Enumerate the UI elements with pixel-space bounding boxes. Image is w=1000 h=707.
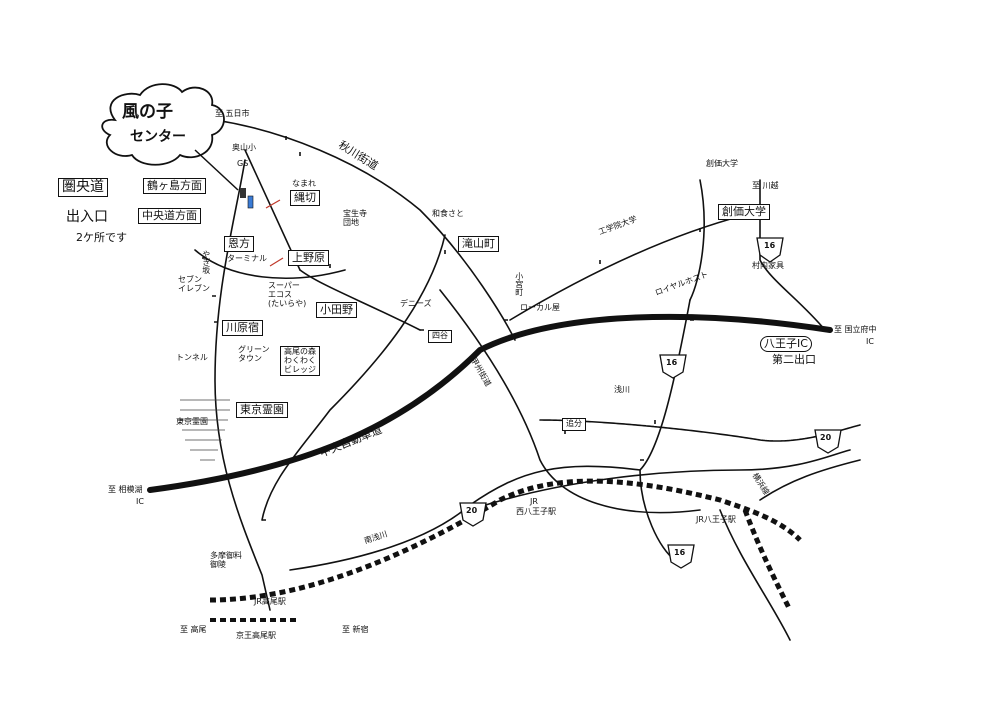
label-nawakiri-top: なまれ: [292, 179, 316, 188]
cemetery-hatching: [180, 399, 230, 461]
road-east: [509, 214, 746, 321]
label-okuyama: 奥山小: [232, 143, 256, 152]
center-name-line1: 風の子: [122, 102, 173, 122]
center-building-icon: [240, 188, 246, 198]
label-gs: GS: [237, 159, 249, 168]
label-to-shinjuku: 至 新宿: [342, 625, 369, 634]
label-local-ya: ローカル屋: [520, 303, 560, 312]
label-to-itsukaichi: 至 五日市: [215, 109, 250, 118]
label-super-ecos: スーパー エコス (たいらや): [268, 281, 307, 308]
label-reien-1: 東京霊園: [176, 417, 208, 426]
label-kaminohara: 上野原: [288, 250, 329, 267]
label-ic-kokufuchu: IC: [866, 337, 874, 346]
label-hachioji-ic-2: 第二出口: [772, 353, 816, 366]
direction-chuo: 中央道方面: [138, 208, 201, 225]
road-koshu: [439, 289, 701, 514]
road-20: [469, 449, 851, 511]
route-16-top-number: 16: [764, 241, 776, 250]
center-building-icon-2: [247, 195, 254, 209]
label-yagisaka: やぎ坂: [201, 250, 211, 274]
entrance-note-line1: 出入口: [66, 209, 108, 225]
label-dennys: デニーズ: [400, 299, 432, 308]
road-kaminohara: [194, 249, 346, 279]
route-16-shield-low: [667, 544, 695, 569]
label-murauchi: 村内家具: [752, 261, 784, 270]
route-20-shield-right: [814, 429, 842, 454]
road-right-diag: [759, 459, 861, 501]
label-komiya: 小宮町: [514, 272, 524, 296]
center-pointer: [194, 149, 239, 191]
entrance-note-line2: 2ケ所です: [76, 231, 127, 244]
label-nawakiri: 縄切: [290, 190, 320, 207]
label-hoseiji: 宝生寺 団地: [343, 209, 367, 227]
label-kami-forest: 高尾の森 わくわく ビレッジ: [280, 346, 320, 377]
expressway-chuo: [147, 313, 833, 493]
arrow-kaminohara: [269, 257, 284, 267]
label-to-sagamiko: 至 相模湖: [108, 485, 143, 494]
label-ic-sagamiko: IC: [136, 497, 144, 506]
label-onkata-sub: ターミナル: [227, 254, 267, 263]
label-onkata: 恩方: [224, 236, 254, 253]
label-tama-cemetery: 多摩御料 御陵: [210, 551, 242, 569]
route-16-mid-number: 16: [666, 358, 678, 367]
route-16-shield-mid: [659, 354, 687, 379]
center-name-line2: センター: [130, 129, 186, 145]
label-keio-takao: 京王高尾駅: [236, 631, 276, 640]
label-seven-eleven: セブン イレブン: [178, 275, 210, 293]
road-soka: [689, 179, 705, 301]
label-soka-box: 創価大学: [718, 204, 770, 221]
label-to-kokufuchu: 至 国立府中: [834, 325, 877, 334]
road-16-upper: [639, 299, 691, 471]
label-asakawa: 浅川: [614, 385, 630, 394]
label-jr-nishihachioji-2: 西八王子駅: [516, 507, 556, 516]
direction-tsurugashima: 鶴ヶ島方面: [143, 178, 206, 195]
river-asakawa: [539, 419, 861, 442]
route-20-mid-number: 20: [466, 506, 478, 515]
route-16-shield-top: [756, 237, 784, 263]
road-kawagoe: [759, 179, 826, 331]
label-jr-takao: JR高尾駅: [254, 597, 286, 606]
road-hachioji-south: [719, 509, 791, 641]
route-20-right-number: 20: [820, 433, 832, 442]
route-16-low-number: 16: [674, 548, 686, 557]
label-hachioji-ic-1: 八王子IC: [760, 336, 812, 353]
label-takiyama: 滝山町: [458, 236, 499, 253]
center-cloud: [101, 83, 225, 166]
railway-yokohama-line: [742, 509, 793, 612]
road-odano: [299, 269, 421, 331]
label-jr-nishihachioji-1: JR: [530, 497, 538, 506]
label-green-town: グリーン タウン: [238, 345, 270, 363]
label-to-kawagoe: 至 川越: [752, 181, 779, 190]
road-west-main: [214, 159, 271, 611]
road-akigawa: [214, 119, 516, 341]
label-soka-top: 創価大学: [706, 159, 738, 168]
label-to-takao: 至 高尾: [180, 625, 207, 634]
road-takiyama: [261, 234, 446, 521]
label-odano: 小田野: [316, 302, 357, 319]
label-jr-hachioji: JR八王子駅: [696, 515, 736, 524]
label-reien-2: 東京霊園: [236, 402, 288, 419]
label-kawaharajuku: 川原宿: [222, 320, 263, 337]
intersection-marks: [202, 136, 701, 521]
label-oiwake: 追分: [562, 418, 586, 431]
railway-chuo-line: [209, 478, 802, 603]
entrance-road-label: 圏央道: [58, 178, 108, 198]
label-wago-sato: 和食さと: [432, 209, 464, 218]
label-yotsuya: 四谷: [428, 330, 452, 343]
label-tunnel: トンネル: [176, 353, 208, 362]
route-20-shield-mid: [459, 502, 487, 527]
arrow-nawakiri: [265, 199, 281, 209]
